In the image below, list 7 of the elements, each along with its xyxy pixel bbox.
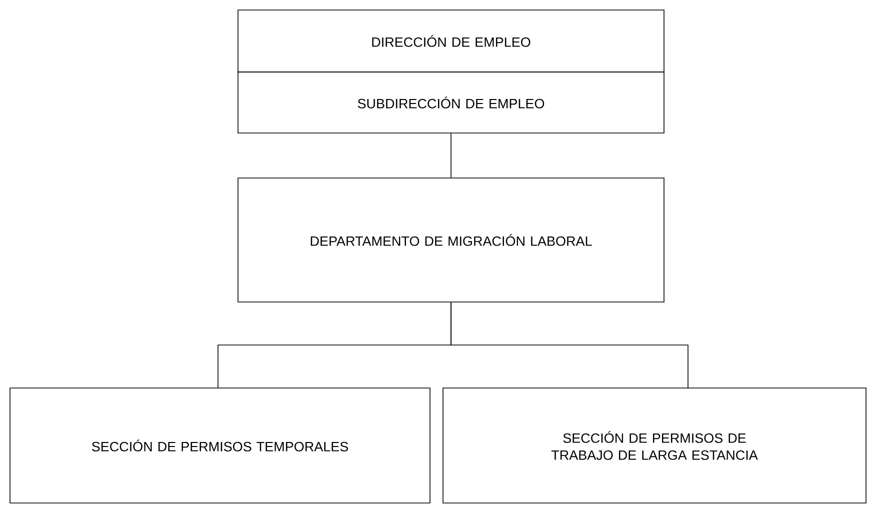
org-box: DIRECCIÓN DE EMPLEO [238,10,664,72]
org-box: SUBDIRECCIÓN DE EMPLEO [238,72,664,134]
org-box: SECCIÓN DE PERMISOS TEMPORALES [10,388,430,504]
connector-line [450,133,452,178]
org-box: DEPARTAMENTO DE MIGRACIÓN LABORAL [238,178,664,302]
connector-line [450,302,688,388]
org-box: SECCIÓN DE PERMISOS DE TRABAJO DE LARGA ESTANCIA [442,388,866,504]
